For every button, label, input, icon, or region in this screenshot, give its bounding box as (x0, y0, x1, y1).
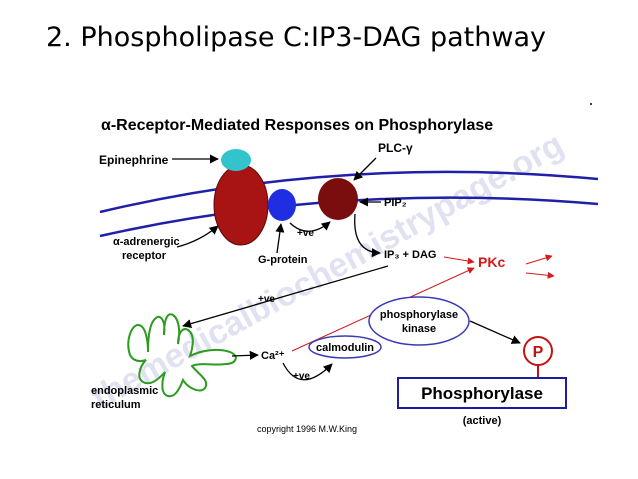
ve-ca-label: +ve (293, 371, 310, 382)
er-to-ca-arrow (231, 350, 259, 360)
ip3-to-er-arrow (182, 265, 389, 329)
phosphorylase-active-label: (active) (463, 415, 502, 427)
g-protein (268, 189, 296, 221)
dag-to-pkc-arrow (443, 256, 475, 265)
epinephrine-molecule (221, 149, 251, 171)
slide-title: 2. Phospholipase C:IP3-DAG pathway (46, 22, 546, 53)
ve-membrane-label: +ve (297, 228, 314, 239)
calmodulin-oval (308, 335, 382, 359)
corner-dot (590, 103, 592, 105)
ve-left-label: +ve (258, 294, 275, 305)
copyright-label: copyright 1996 M.W.King (257, 424, 357, 434)
phosphorylase-label: Phosphorylase (421, 384, 543, 403)
phosphorylase-kinase-label-line2: kinase (402, 323, 436, 335)
ca-label: Ca²⁺ (261, 350, 285, 362)
g-protein-arrow (275, 223, 285, 254)
plc-arrow (353, 157, 377, 181)
phosphorylase-kinase-oval (368, 296, 470, 346)
pkc-output-arrow-2 (525, 271, 555, 279)
g-protein-label: G-protein (258, 254, 308, 266)
cell-membrane-outer (99, 170, 599, 214)
diagram-heading: α-Receptor-Mediated Responses on Phospho… (101, 117, 493, 134)
pip2-label: PIP₂ (384, 197, 407, 209)
g-protein-to-plc-arrow (289, 221, 331, 232)
plc-gamma (318, 178, 358, 220)
calmodulin-label: calmodulin (316, 342, 374, 354)
plc-label: PLC-γ (378, 141, 413, 155)
receptor-label-line1: α-adrenergic (113, 236, 180, 248)
ip3-dag-label: IP₃ + DAG (384, 249, 436, 261)
receptor-arrow (176, 225, 219, 248)
pip2-to-ip3-arrow (354, 213, 381, 258)
kinase-to-phosphate-arrow (469, 320, 521, 344)
phosphate-label: P (533, 344, 544, 361)
watermark: themedicalbiochemistrypage.org (85, 125, 569, 417)
pkc-label: PKc (478, 254, 505, 270)
er-label-line1: endoplasmic (91, 385, 158, 397)
phosphorylase-box (397, 377, 567, 409)
phosphorylase-kinase-label-line1: phosphorylase (380, 309, 458, 321)
endoplasmic-reticulum (127, 313, 237, 398)
alpha-adrenergic-receptor (213, 164, 269, 246)
ca-to-calmodulin-arrow (282, 362, 333, 381)
receptor-label-line2: receptor (122, 250, 167, 262)
pkc-output-arrow-1 (525, 254, 553, 265)
epinephrine-label: Epinephrine (99, 153, 169, 167)
er-label-line2: reticulum (91, 399, 141, 411)
